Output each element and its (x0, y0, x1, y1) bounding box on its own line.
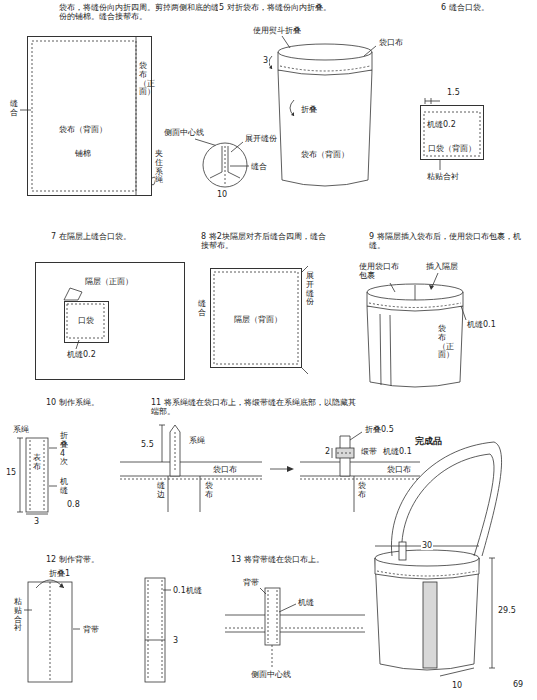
annotation: 3 (262, 56, 269, 65)
piece-label: 口袋（背面） (427, 144, 477, 153)
annotation: 0.1机缝 (172, 586, 203, 595)
annotation: 2 (324, 447, 331, 456)
annotation: 机缝 (60, 478, 68, 496)
annotation: 袋口布 (386, 465, 412, 474)
annotation: 折叠0.5 (364, 425, 395, 434)
annotation: 29.5 (497, 606, 517, 615)
fabric-piece: 隔层（背面） (210, 268, 302, 368)
annotation: 10 (451, 681, 463, 690)
annotation: 缝合 (198, 300, 206, 318)
annotation: 袋口布 (378, 38, 404, 47)
annotation: 15 (5, 468, 17, 477)
annotation: 69 (512, 680, 524, 689)
annotation: 使用熨斗折叠 (252, 26, 302, 35)
annotation: 9 将隔层插入袋布后，使用袋口布包裹，机缝。 (368, 232, 530, 250)
fabric-piece: 袋布（背面） 铺棉 (27, 36, 152, 196)
annotation: 侧面中心线 (163, 128, 205, 137)
annotation: 缝合 (250, 162, 268, 171)
annotation: 粘贴合衬 (426, 172, 460, 181)
annotation: 8 将2块隔层对齐后缝合四周，缝合接帮布。 (200, 232, 327, 250)
annotation: 缝合 (10, 100, 18, 118)
annotation: 5.5 (140, 440, 155, 449)
fabric-piece: 隔层（正面） 口袋 (35, 262, 185, 380)
annotation: 折叠1 (48, 569, 71, 578)
fabric-piece: 口袋（背面） (420, 105, 484, 160)
annotation: 插入隔层 (425, 262, 459, 271)
annotation: 夹住系绳 (155, 150, 163, 185)
annotation: 粘贴合衬 (14, 598, 22, 633)
piece-label: 口袋 (77, 316, 95, 325)
annotation: 缝边 (157, 482, 165, 500)
annotation: 11 将系绳缝在袋口布上，将缎带缝在系绳底部，以隐藏其端部。 (150, 398, 362, 416)
annotation: 侧面中心线 (250, 670, 292, 679)
annotation: 折叠 (300, 105, 318, 114)
annotation: 使用袋口布包裹 (358, 262, 406, 280)
annotation: 10 (216, 190, 228, 199)
annotation: 缎带 (360, 447, 378, 456)
annotation: 6 缝合口袋。 (440, 3, 490, 12)
annotation: 机缝0.2 (426, 120, 457, 129)
annotation: 袋布（正面） (438, 325, 446, 360)
fabric-piece: 口袋 (64, 301, 109, 343)
annotation: 7 在隔层上缝合口袋。 (50, 232, 132, 241)
annotation: 袋布（背面） (300, 150, 350, 159)
annotation: 机缝 (297, 598, 315, 607)
piece-label: 铺棉 (74, 149, 92, 158)
annotation: 机缝0.1 (382, 447, 413, 456)
piece-label: 隔层（正面） (84, 277, 134, 286)
annotation: 机缝0.2 (66, 350, 97, 359)
piece-label: 袋布（背面） (58, 125, 108, 134)
annotation: 系绳 (12, 425, 30, 434)
annotation: 展开缝份 (306, 272, 314, 307)
annotation: 背带 (82, 625, 100, 634)
annotation: 表布 (33, 454, 41, 472)
annotation: 3 (33, 517, 40, 526)
annotation: 袋布，将缝份向内折四周。剪掉两侧和底的缝份的铺棉。缝合接帮布。 (58, 3, 220, 21)
annotation: 0.8 (66, 500, 81, 509)
annotation: 3 (172, 636, 179, 645)
piece-label: 隔层（背面） (233, 315, 283, 324)
annotation: 13 将背带缝在袋口布上。 (230, 555, 325, 564)
annotation: 12 制作背带。 (45, 555, 100, 564)
annotation: 背带 (242, 578, 260, 587)
annotation: 10 制作系绳。 (45, 398, 100, 407)
annotation: 系绳 (188, 436, 206, 445)
annotation: 袋布（正面） (139, 62, 147, 97)
annotation: 30 (421, 541, 433, 550)
annotation: 袋布 (205, 482, 213, 500)
annotation: 袋口布 (212, 465, 238, 474)
annotation: 展开缝份 (244, 134, 278, 143)
annotation: 折叠4次 (60, 432, 68, 467)
annotation: 1.5 (446, 88, 461, 97)
annotation: 5 对折袋布，将缝份向内折叠。 (218, 3, 332, 12)
annotation: 机缝0.1 (466, 320, 497, 329)
section-title: 完成品 (414, 436, 443, 446)
annotation: 袋布 (358, 482, 366, 500)
